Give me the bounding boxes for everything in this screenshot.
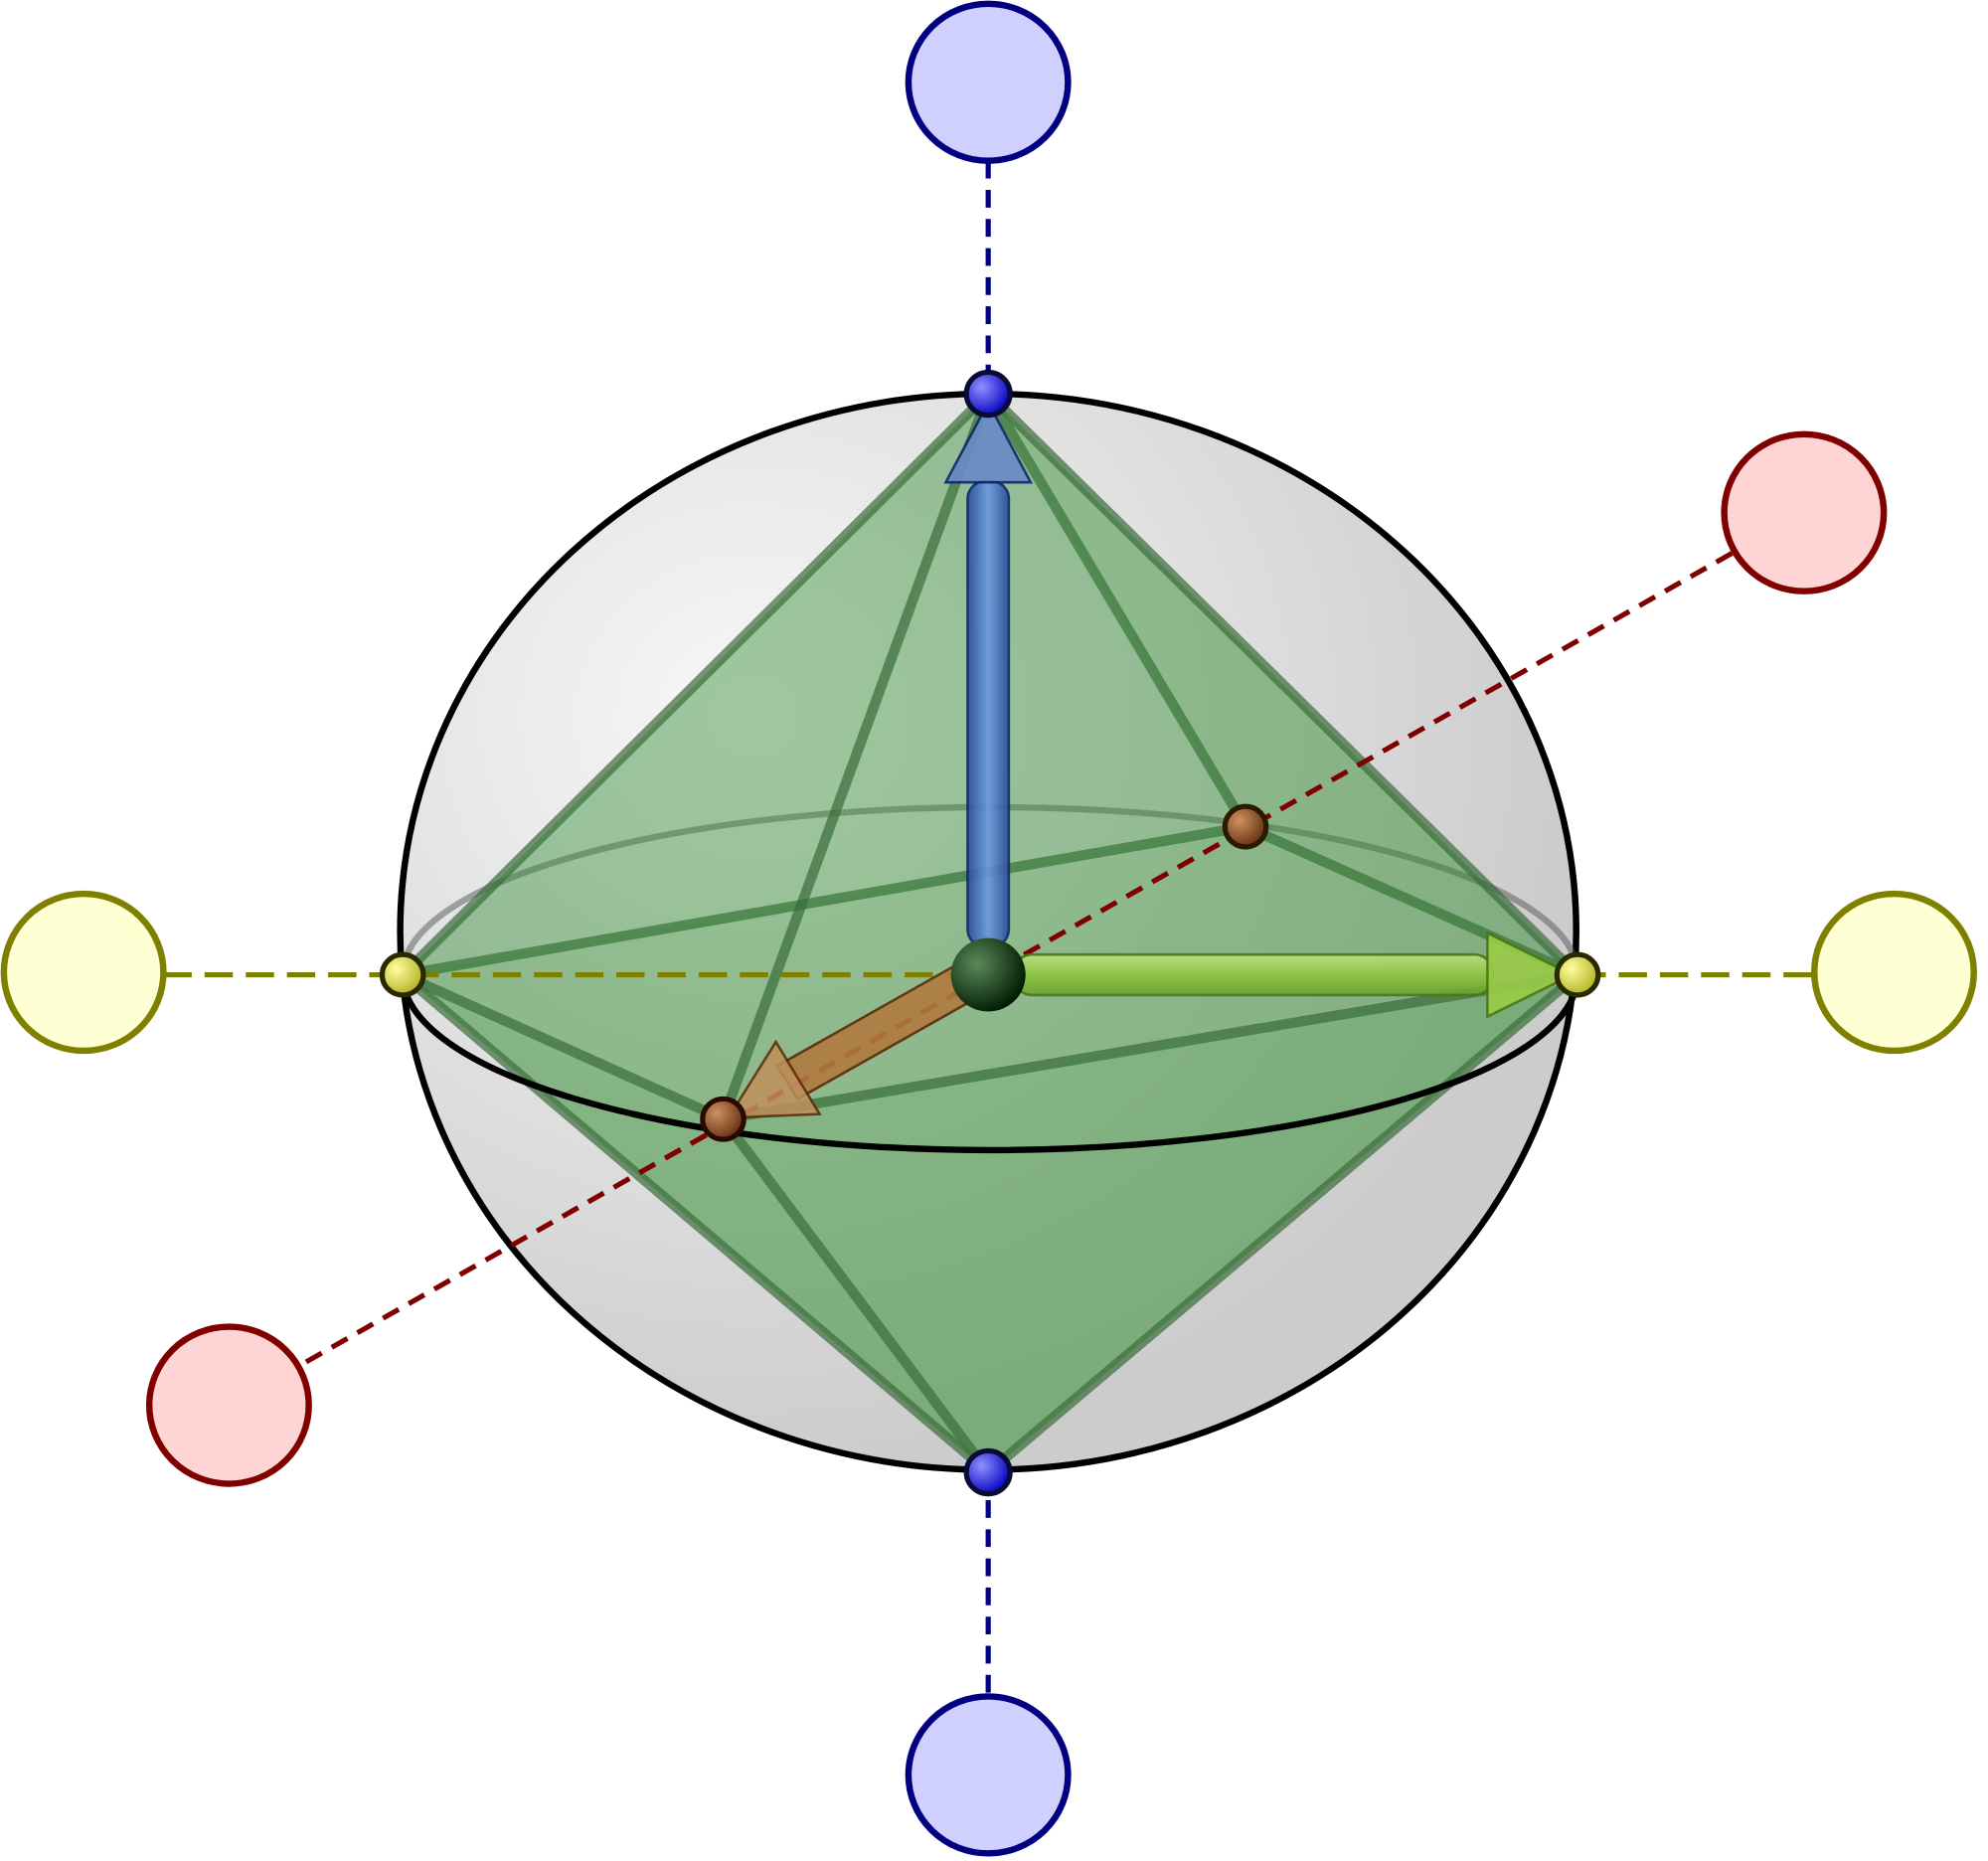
marker-x-back [1721,430,1888,594]
equator-front [399,974,1581,1154]
origin-ball [950,937,1026,1012]
marker-y-right [1811,890,1977,1055]
marker-x-front [145,1323,312,1487]
vertex-top [963,369,1013,419]
vertex-left [379,951,426,998]
vertex-front [700,1096,746,1142]
vertex-bottom [963,1447,1013,1497]
y-arrow [1012,930,1575,1019]
x-axis-line [299,551,1734,1368]
marker-y-left [0,890,167,1055]
marker-z-bottom [905,1693,1072,1857]
marker-z-top [905,0,1072,164]
octahedron [398,388,1583,1478]
vertex-back [1222,803,1269,850]
vertex-right [1554,951,1601,998]
